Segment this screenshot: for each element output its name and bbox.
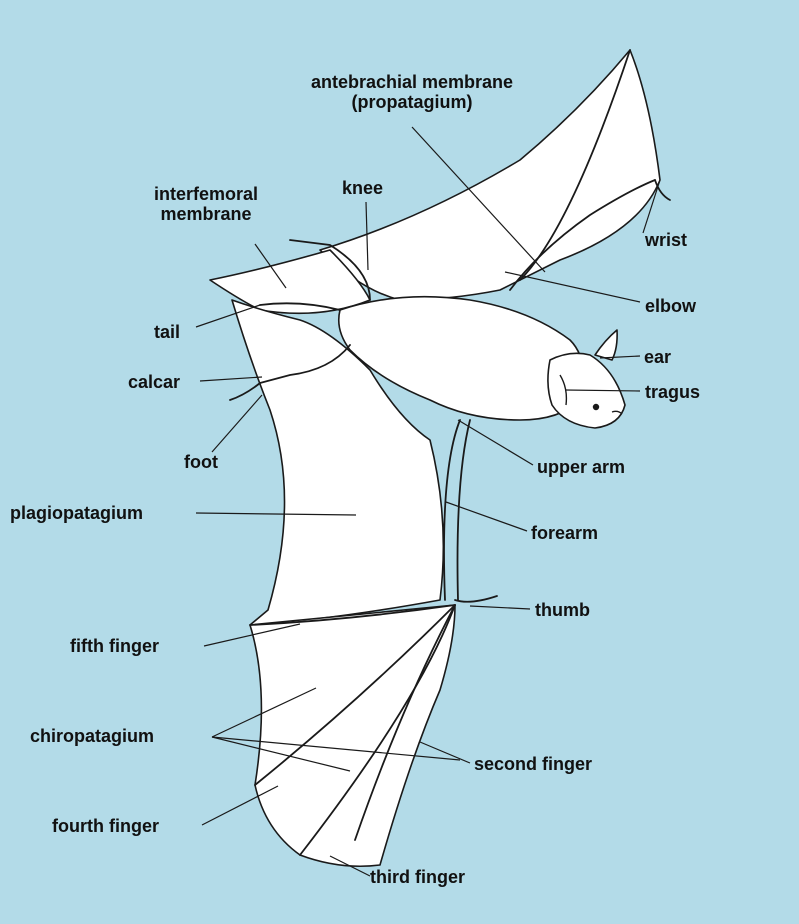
label-wrist: wrist	[645, 230, 687, 250]
label-forearm: forearm	[531, 523, 598, 543]
leader-upper-arm	[458, 420, 533, 465]
label-thumb: thumb	[535, 600, 590, 620]
label-tail: tail	[154, 322, 180, 342]
label-antebrachial-membrane: antebrachial membrane (propatagium)	[262, 72, 562, 112]
label-plagiopatagium: plagiopatagium	[10, 503, 143, 523]
label-upper-arm: upper arm	[537, 457, 625, 477]
label-chiropatagium: chiropatagium	[30, 726, 154, 746]
label-calcar: calcar	[128, 372, 180, 392]
bat-ear	[595, 330, 617, 360]
label-fifth-finger: fifth finger	[70, 636, 159, 656]
chiropatagium-membrane	[250, 605, 455, 866]
label-elbow: elbow	[645, 296, 696, 316]
label-third-finger: third finger	[370, 867, 465, 887]
label-second-finger: second finger	[474, 754, 592, 774]
leader-calcar	[200, 377, 262, 381]
leader-elbow	[505, 272, 640, 302]
label-interfemoral-line1: interfemoral	[126, 184, 286, 204]
label-tragus: tragus	[645, 382, 700, 402]
label-fourth-finger: fourth finger	[52, 816, 159, 836]
label-interfemoral-line2: membrane	[126, 204, 286, 224]
label-interfemoral-membrane: interfemoral membrane	[126, 184, 286, 224]
label-antebrachial-line2: (propatagium)	[262, 92, 562, 112]
label-foot: foot	[184, 452, 218, 472]
label-knee: knee	[342, 178, 383, 198]
label-ear: ear	[644, 347, 671, 367]
leader-second-finger	[420, 742, 470, 763]
label-antebrachial-line1: antebrachial membrane	[262, 72, 562, 92]
leader-thumb	[470, 606, 530, 609]
leader-foot	[212, 395, 262, 452]
